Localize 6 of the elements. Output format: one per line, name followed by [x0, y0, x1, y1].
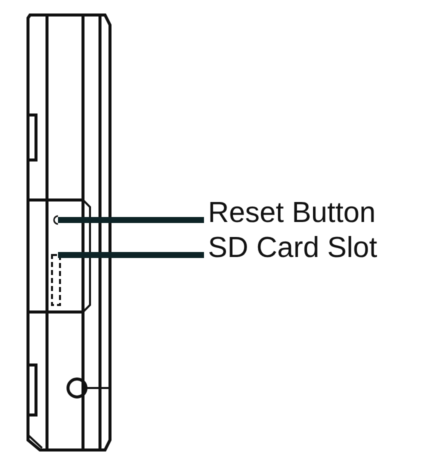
- card-slot: [51, 254, 61, 306]
- part-label: SD Card Slot: [208, 232, 378, 264]
- leader-line: [58, 252, 204, 258]
- leader-line: [58, 217, 204, 223]
- part-label: Reset Button: [208, 197, 376, 229]
- reset-hole: [53, 215, 58, 225]
